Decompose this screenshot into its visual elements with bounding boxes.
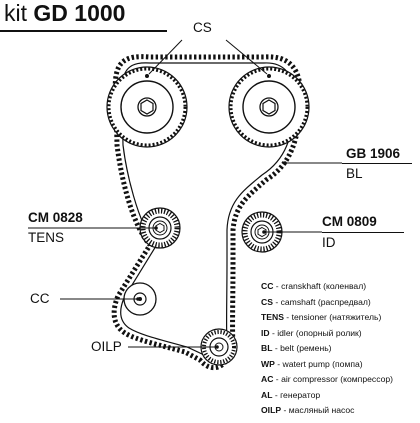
cs-label: CS: [193, 20, 212, 35]
legend-row-al: AL - генератор: [261, 389, 321, 400]
kit-title-code: GD 1000: [33, 0, 126, 26]
legend-abbr: TENS: [261, 312, 284, 322]
legend-text: idler (опорный ролик): [277, 327, 362, 338]
camshaft-pulley-left: [106, 66, 188, 148]
legend-abbr: BL: [261, 343, 273, 353]
abbreviation-legend: CC - cranskhaft (коленвал) CS - camshaft…: [261, 279, 419, 419]
legend-row-oilp: OILP - масляный насос: [261, 405, 355, 415]
belt-code-label: GB 1906: [346, 146, 401, 161]
legend-abbr: CC: [261, 281, 274, 291]
camshaft-pulley-right: [228, 66, 310, 148]
idler-label-rule: [322, 232, 404, 233]
idler-type-label: ID: [322, 235, 336, 250]
idler-code-label: CM 0809: [322, 214, 377, 229]
cs-leader-lines: [148, 39, 268, 75]
legend-text: cranskhaft (коленвал): [281, 281, 367, 291]
legend-text: масляный насос: [288, 405, 355, 415]
legend-row-cs: CS - camshaft (распредвал): [261, 296, 371, 307]
legend-row-cc: CC - cranskhaft (коленвал): [261, 281, 367, 291]
legend-abbr: AC: [261, 374, 274, 384]
belt-label-rule: [342, 163, 412, 164]
legend-text: air compressor (компрессор): [281, 374, 394, 384]
legend-abbr: OILP: [261, 405, 282, 415]
crankshaft-label: CC: [30, 291, 50, 306]
tensioner-type-label: TENS: [28, 230, 65, 245]
tensioner-code-label: CM 0828: [28, 210, 83, 225]
title-underline: [0, 30, 167, 32]
legend-text: belt (ремень): [280, 343, 332, 353]
legend-abbr: AL: [261, 389, 273, 400]
oil-pump-label: OILP: [91, 339, 122, 354]
legend-row-wp: WP - watert pump (помпа): [261, 358, 363, 369]
oil-pump-pulley: [200, 328, 238, 366]
kit-title: kit GD 1000: [4, 0, 125, 26]
label-leader-lines: [28, 161, 342, 349]
legend-text: генератор: [280, 389, 321, 400]
legend-text: camshaft (распредвал): [280, 296, 371, 307]
kit-title-prefix: kit: [4, 0, 27, 26]
belt-type-label: BL: [346, 166, 363, 181]
legend-abbr: CS: [261, 296, 273, 307]
legend-abbr: ID: [261, 327, 270, 338]
legend-text: watert pump (помпа): [282, 358, 363, 369]
legend-row-bl: BL - belt (ремень): [261, 343, 332, 353]
legend-abbr: WP: [261, 358, 275, 369]
legend-text: tensioner (натяжитель): [291, 312, 382, 322]
legend-row-ac: AC - air compressor (компрессор): [261, 374, 394, 384]
legend-row-id: ID - idler (опорный ролик): [261, 327, 362, 338]
legend-row-tens: TENS - tensioner (натяжитель): [261, 312, 382, 322]
